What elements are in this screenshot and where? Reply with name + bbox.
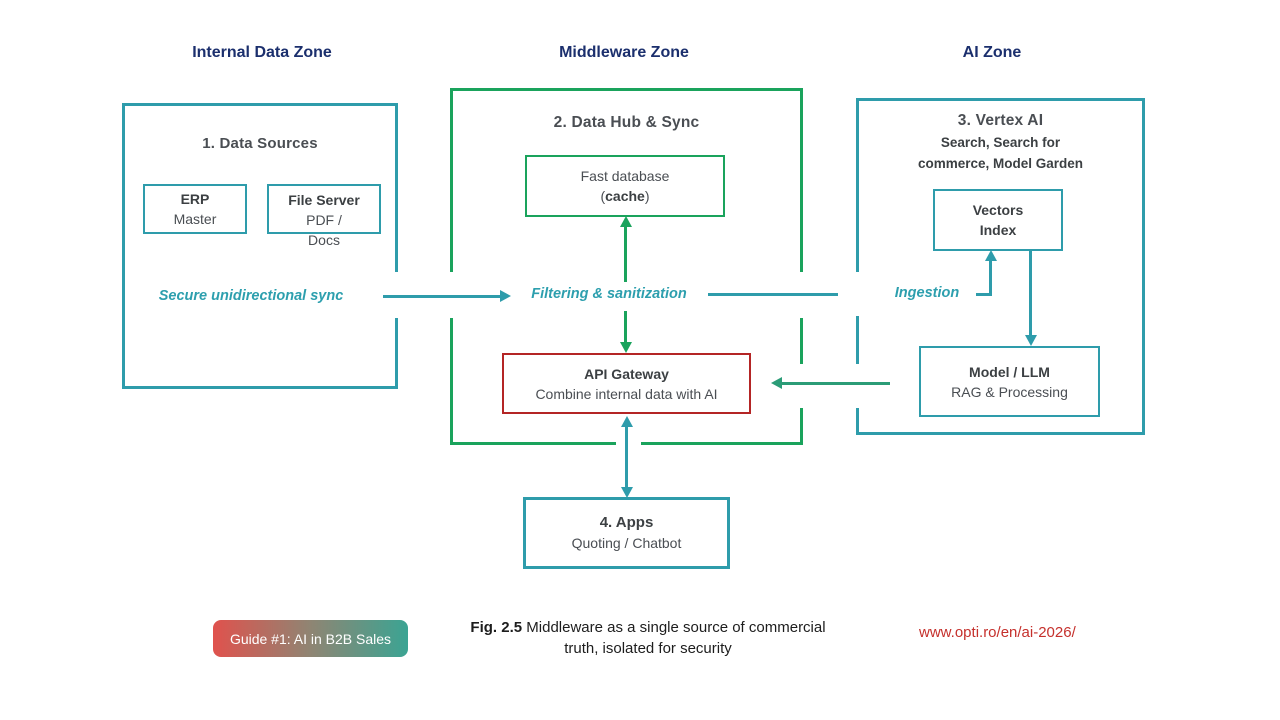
arrow-ingestion-line bbox=[989, 260, 992, 296]
erp-box: ERP Master bbox=[143, 184, 247, 234]
arrow-ingestion-elbow bbox=[976, 293, 992, 296]
label-filtering: Filtering & sanitization bbox=[531, 286, 687, 302]
zone-title-internal: Internal Data Zone bbox=[192, 44, 332, 61]
border-gap bbox=[853, 272, 863, 316]
model-llm-box: Model / LLM RAG & Processing bbox=[919, 346, 1100, 417]
arrow-secure-sync-line bbox=[383, 295, 501, 298]
arrow-vectors-to-model-line bbox=[1029, 250, 1032, 335]
api-gateway-title: API Gateway bbox=[584, 365, 669, 382]
file-server-line2: PDF / bbox=[306, 212, 342, 228]
line-filtering-to-ingestion bbox=[708, 293, 838, 296]
arrow-secure-sync-head bbox=[500, 290, 511, 302]
data-hub-heading: 2. Data Hub & Sync bbox=[553, 114, 700, 131]
apps-title: 4. Apps bbox=[599, 514, 654, 531]
erp-title: ERP bbox=[180, 191, 210, 207]
label-ingestion: Ingestion bbox=[894, 285, 960, 301]
fast-database-line2: (cache) bbox=[600, 188, 650, 204]
arrow-gateway-apps-head-up bbox=[621, 416, 633, 427]
border-gap bbox=[853, 364, 863, 408]
arrow-vectors-to-model-head bbox=[1025, 335, 1037, 346]
arrow-ingestion-head bbox=[985, 250, 997, 261]
border-gap bbox=[796, 364, 806, 408]
figure-caption: Fig. 2.5 Middleware as a single source o… bbox=[428, 617, 868, 659]
internal-zone-box bbox=[122, 103, 398, 389]
vectors-index-line2: Index bbox=[979, 222, 1017, 238]
erp-subtitle: Master bbox=[173, 211, 217, 227]
border-gap bbox=[616, 439, 641, 449]
fast-database-cache: cache bbox=[605, 188, 645, 204]
file-server-title: File Server bbox=[288, 192, 360, 208]
vectors-index-box: Vectors Index bbox=[933, 189, 1063, 251]
figure-caption-line2: truth, isolated for security bbox=[564, 640, 732, 657]
guide-badge: Guide #1: AI in B2B Sales bbox=[213, 620, 408, 657]
zone-title-middleware: Middleware Zone bbox=[559, 44, 689, 61]
arrow-to-fast-db-line bbox=[624, 226, 627, 282]
data-sources-heading: 1. Data Sources bbox=[202, 135, 318, 152]
vertex-ai-subtitle-line2: commerce, Model Garden bbox=[917, 156, 1084, 171]
arrow-to-gateway-line bbox=[624, 311, 627, 342]
model-llm-subtitle: RAG & Processing bbox=[951, 383, 1068, 400]
arrow-to-gateway-head bbox=[620, 342, 632, 353]
arrow-model-to-gateway-line bbox=[782, 382, 890, 385]
fast-database-box: Fast database (cache) bbox=[525, 155, 725, 217]
arrow-gateway-apps-head-down bbox=[621, 487, 633, 498]
label-secure-sync: Secure unidirectional sync bbox=[158, 288, 344, 304]
vertex-ai-subtitle-line1: Search, Search for bbox=[940, 135, 1061, 150]
vectors-index-line1: Vectors bbox=[972, 202, 1024, 218]
apps-box: 4. Apps Quoting / Chatbot bbox=[523, 497, 730, 569]
api-gateway-subtitle: Combine internal data with AI bbox=[535, 385, 718, 402]
file-server-line3: Docs bbox=[308, 232, 340, 248]
zone-title-ai: AI Zone bbox=[962, 44, 1022, 61]
api-gateway-box: API Gateway Combine internal data with A… bbox=[502, 353, 751, 414]
arrow-to-fast-db-head bbox=[620, 216, 632, 227]
file-server-box: File Server PDF / Docs bbox=[267, 184, 381, 248]
figure-caption-prefix: Fig. 2.5 Middleware as a single source o… bbox=[470, 619, 826, 636]
ai-zone-box bbox=[856, 98, 1145, 435]
arrow-gateway-apps-line bbox=[625, 426, 628, 488]
apps-subtitle: Quoting / Chatbot bbox=[571, 535, 682, 551]
arrow-model-to-gateway-head bbox=[771, 377, 782, 389]
footer-url[interactable]: www.opti.ro/en/ai-2026/ bbox=[919, 624, 1076, 641]
fast-database-line1: Fast database bbox=[580, 168, 670, 184]
vertex-ai-heading: 3. Vertex AI bbox=[957, 112, 1044, 129]
model-llm-title: Model / LLM bbox=[969, 363, 1050, 380]
